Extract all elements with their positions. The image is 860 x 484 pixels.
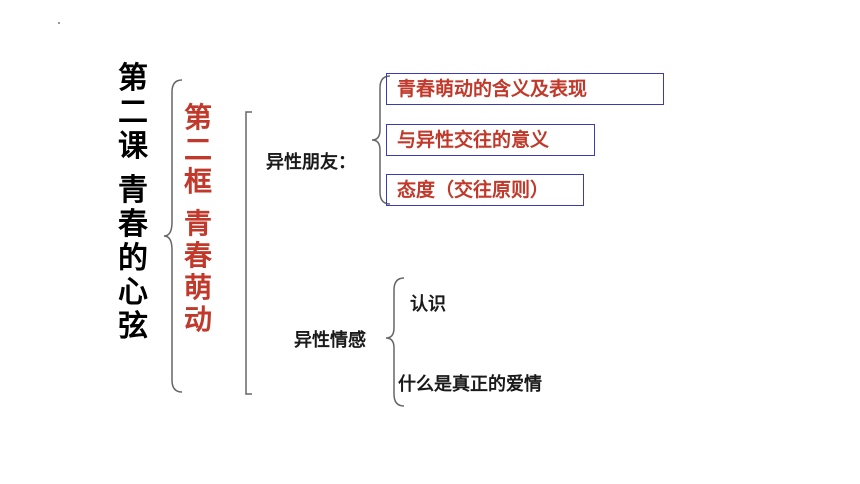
branch-friends-label: 异性朋友： bbox=[266, 152, 356, 173]
lesson-title-char: 的 bbox=[118, 241, 148, 276]
frame-title: 第 二 框 青 春 萌 动 bbox=[184, 104, 212, 338]
feelings-item-recognition: 认识 bbox=[410, 294, 446, 315]
bracket-frame bbox=[245, 111, 252, 395]
frame-title-char: 春 bbox=[184, 239, 213, 272]
lesson-title-char: 弦 bbox=[118, 309, 148, 344]
frame-title-char: 萌 bbox=[184, 271, 213, 304]
lesson-title-char: 课 bbox=[118, 129, 148, 164]
lesson-title: 第 二 课 青 春 的 心 弦 bbox=[118, 64, 148, 346]
frame-title-char: 第 bbox=[184, 101, 213, 134]
frame-title-char: 二 bbox=[184, 133, 213, 166]
lesson-title-char: 青 bbox=[118, 173, 148, 208]
brace-feelings bbox=[385, 277, 405, 407]
brace-friends bbox=[371, 75, 391, 205]
frame-title-char: 框 bbox=[184, 165, 213, 198]
feelings-item-true-love: 什么是真正的爱情 bbox=[398, 374, 542, 395]
frame-title-char: 动 bbox=[184, 303, 213, 336]
friends-item-attitude: 态度（交往原则） bbox=[386, 174, 584, 206]
friends-item-significance: 与异性交往的意义 bbox=[386, 124, 595, 156]
lesson-title-char: 春 bbox=[118, 207, 148, 242]
brace-outer bbox=[163, 79, 183, 393]
lesson-title-char: 心 bbox=[118, 275, 148, 310]
frame-title-char: 青 bbox=[184, 207, 213, 240]
lesson-title-char: 第 bbox=[118, 61, 148, 96]
stray-dot bbox=[58, 22, 60, 24]
branch-feelings-label: 异性情感 bbox=[294, 330, 366, 351]
friends-item-meaning: 青春萌动的含义及表现 bbox=[386, 73, 664, 105]
lesson-title-char: 二 bbox=[118, 95, 148, 130]
